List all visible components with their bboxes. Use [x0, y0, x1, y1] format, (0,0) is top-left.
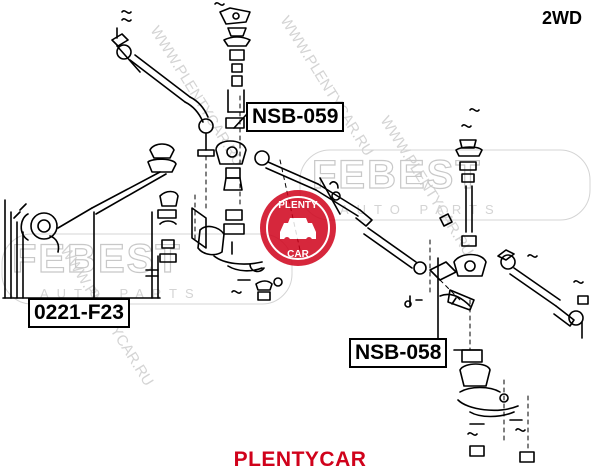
variant-label: 2WD — [542, 8, 582, 28]
line-art — [2, 2, 589, 463]
car-icon — [280, 218, 316, 239]
watermark-tagline-right: AUTO PARTS — [340, 202, 502, 217]
ball-joint-upper-stack — [214, 2, 251, 191]
watermark-brand-right: FEBEST — [312, 153, 482, 197]
tie-rod-upper-left — [111, 10, 215, 157]
watermark-frame-left — [1, 233, 293, 305]
footer-brand: PLENTYCAR — [233, 448, 367, 471]
center-link-lower — [191, 207, 283, 301]
part-label-NSB-059: NSB-059 — [246, 102, 345, 132]
watermark-brand-left: FEBEST — [12, 237, 182, 281]
part-label-0221-F23: 0221-F23 — [28, 298, 130, 328]
stamp-bottom-text: CAR — [287, 249, 309, 260]
idler-arm-left — [13, 143, 179, 277]
plentycar-stamp: PLENTY CAR — [260, 190, 336, 266]
tie-rod-right — [497, 249, 589, 339]
part-label-NSB-058: NSB-058 — [349, 338, 448, 368]
watermark-site-2: WWW.PLENTYCAR.RU — [277, 13, 377, 159]
watermark-frame-right — [299, 149, 591, 221]
callout-NSB-059-lead — [233, 114, 247, 129]
tie-rod-center-long — [254, 150, 427, 275]
alignment-dashes — [194, 95, 529, 451]
stamp-top-text: PLENTY — [278, 200, 318, 211]
